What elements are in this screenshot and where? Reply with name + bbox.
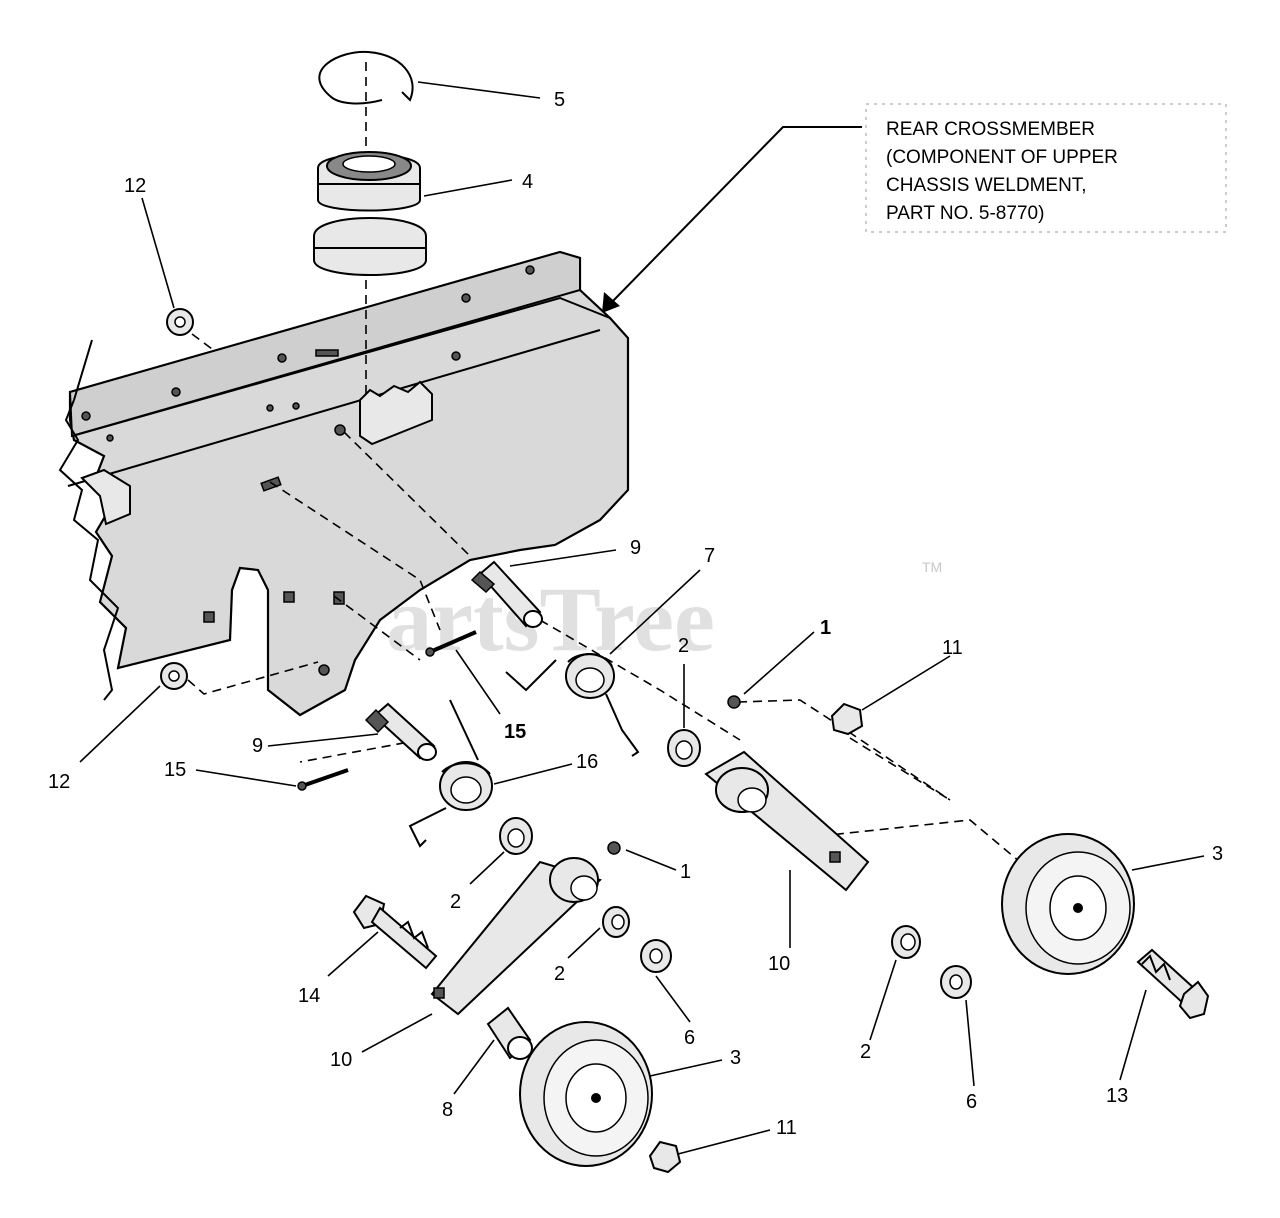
callout-6-lower: 6: [684, 1027, 695, 1049]
callout-8: 8: [442, 1099, 453, 1121]
note-line-3: CHASSIS WELDMENT,: [886, 175, 1087, 196]
part-15-pin-upper: [425, 630, 477, 657]
callout-12-upper: 12: [124, 175, 146, 197]
callout-14: 14: [298, 985, 320, 1007]
part-1-fitting-lower: [607, 841, 621, 855]
callout-4: 4: [522, 171, 533, 193]
part-4-pulley: [313, 151, 427, 276]
callout-10-upper: 10: [768, 953, 790, 975]
callout-10-lower: 10: [330, 1049, 352, 1071]
part-9-pin-lower: [364, 702, 437, 761]
callout-11-upper: 11: [942, 637, 963, 659]
leader-lines: [79, 81, 1205, 1155]
part-2-bushing-mid: [602, 906, 630, 938]
rear-crossmember: [58, 250, 630, 717]
part-13-bolt: [1136, 948, 1210, 1020]
callout-13: 13: [1106, 1085, 1128, 1107]
part-3-pulley-right: [1001, 833, 1135, 975]
callout-12-lower: 12: [48, 771, 70, 793]
part-6-washer-lower: [640, 939, 672, 973]
callout-9-upper: 9: [630, 537, 641, 559]
part-11-nut-lower: [648, 1140, 682, 1174]
part-8-spacer: [486, 1006, 533, 1060]
callout-15-upper: 15: [504, 721, 526, 743]
callout-9-lower: 9: [252, 735, 263, 757]
callout-2-upper: 2: [678, 635, 689, 657]
part-2-bushing-upper: [667, 729, 701, 767]
callout-11-lower: 11: [776, 1117, 797, 1139]
part-12-nut-upper: [166, 308, 194, 336]
watermark-tm: TM: [922, 559, 942, 575]
part-16-spring: [408, 699, 493, 848]
note-line-2: (COMPONENT OF UPPER: [886, 147, 1118, 168]
part-11-nut-upper: [830, 702, 864, 736]
callout-7: 7: [704, 545, 715, 567]
callout-1-lower: 1: [680, 861, 691, 883]
callout-2-right: 2: [860, 1041, 871, 1063]
part-12-nut-lower: [160, 662, 188, 690]
part-3-pulley-lower: [519, 1021, 653, 1167]
callout-3-lower: 3: [730, 1047, 741, 1069]
part-1-fitting-upper: [727, 695, 741, 709]
callout-2-lower: 2: [450, 891, 461, 913]
part-15-pin-lower: [297, 768, 349, 791]
part-5-retaining-ring: [318, 50, 414, 105]
part-10-arm-upper: [704, 750, 870, 892]
crossmember-note: REAR CROSSMEMBER (COMPONENT OF UPPER CHA…: [865, 103, 1227, 233]
callout-16: 16: [576, 751, 598, 773]
part-14-bolt: [352, 894, 438, 970]
callout-6-right: 6: [966, 1091, 977, 1113]
part-9-pin-upper: [470, 560, 543, 628]
note-arrow: [602, 126, 862, 313]
part-2-bushing-right: [891, 925, 921, 959]
callout-2-mid: 2: [554, 963, 565, 985]
callout-3-right: 3: [1212, 843, 1223, 865]
part-7-spring: [505, 653, 640, 757]
note-line-4: PART NO. 5-8770): [886, 203, 1044, 224]
callout-5: 5: [554, 89, 565, 111]
part-6-washer-right: [940, 965, 972, 999]
callout-1-upper: 1: [820, 617, 831, 639]
note-line-1: REAR CROSSMEMBER: [886, 119, 1095, 140]
part-10-arm-lower: [430, 857, 602, 1016]
callout-15-lower: 15: [164, 759, 186, 781]
part-2-bushing-lower: [499, 817, 533, 855]
